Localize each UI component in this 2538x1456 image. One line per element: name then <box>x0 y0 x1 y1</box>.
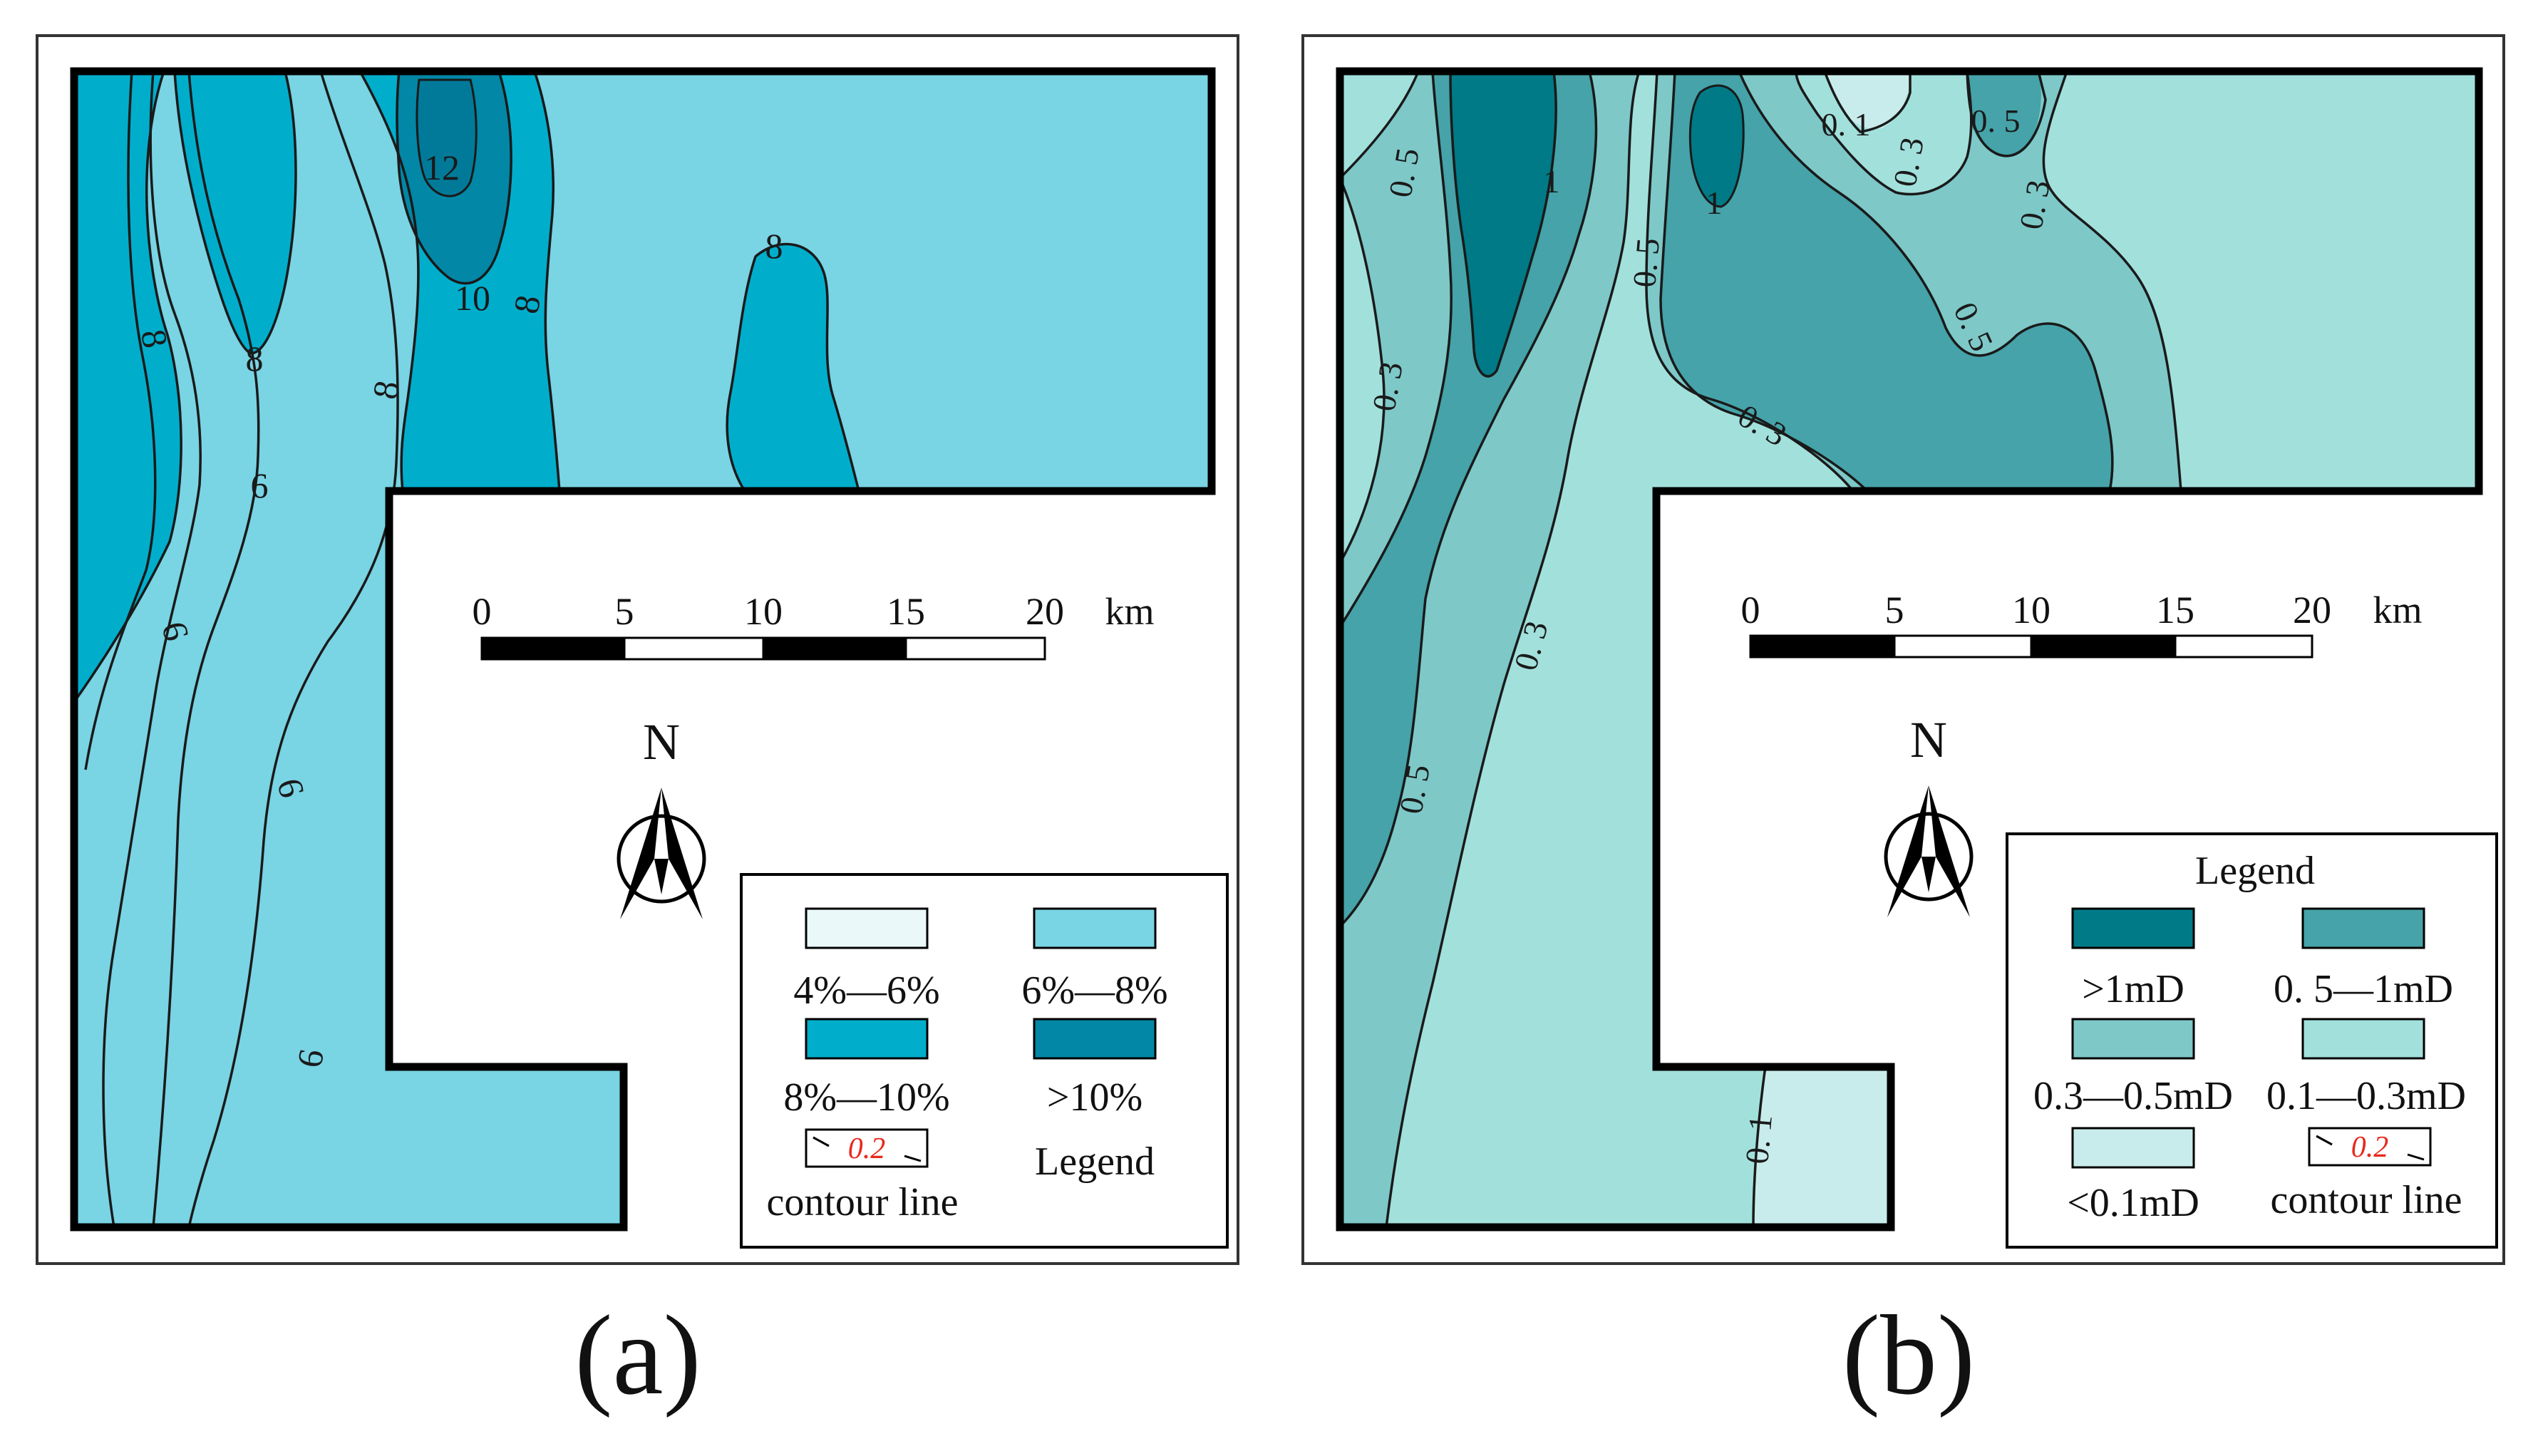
panel-a-contour-lines <box>74 71 860 1227</box>
contour-label: 8 <box>765 226 783 266</box>
scale-tick-label: 15 <box>887 590 925 633</box>
legend-swatch-0-1-0-3 <box>2301 1018 2425 1060</box>
legend-label-below-0-1: <0.1mD <box>2067 1181 2199 1225</box>
panel-a-study-area-boundary <box>70 67 1216 1232</box>
contour-label: 0. 3 <box>1366 359 1410 414</box>
legend-label-above-10: >10% <box>1047 1075 1142 1120</box>
scale-tick-label: 10 <box>744 590 783 633</box>
legend-label-0-1-0-3: 0.1—0.3mD <box>2266 1074 2466 1118</box>
legend-title: Legend <box>1035 1140 1155 1184</box>
contour-label: 0. 5 <box>1382 145 1426 200</box>
scale-unit: km <box>2373 589 2422 631</box>
legend-label-0-5-1: 0. 5—1mD <box>2274 967 2453 1011</box>
contour-label: 0. 5 <box>1393 762 1437 817</box>
zone-perm-above-1-central <box>1690 86 1744 207</box>
scale-tick-label: 15 <box>2156 589 2194 631</box>
panel-b-map: 0. 5 1 1 0. 1 0. 3 0. 5 0. 3 0. 5 0. 5 0… <box>1301 34 2505 1418</box>
legend-contour-label: contour line <box>2270 1178 2462 1222</box>
contour-label: 0. 5 <box>1626 237 1666 289</box>
legend-swatch-above-10 <box>1033 1018 1157 1060</box>
panel-b-contour-lines <box>1340 71 2182 1227</box>
compass-icon <box>1884 812 1974 902</box>
legend-contour-sample-value: 0.2 <box>2351 1131 2389 1164</box>
scale-tick-label: 20 <box>2293 589 2331 631</box>
legend-swatch-0-5-1 <box>2301 907 2425 949</box>
legend-contour-sample <box>2308 1127 2432 1167</box>
scale-tick-label: 0 <box>1741 589 1760 631</box>
legend-swatch-6-8 <box>1033 907 1157 949</box>
legend-label-above-1: >1mD <box>2082 967 2184 1011</box>
legend-title: Legend <box>2195 849 2315 893</box>
panel-b-caption: (b) <box>1842 1291 1976 1418</box>
panel-b-legend: Legend 0.2 >1mD 0. 5—1mD 0.3—0.5mD 0.1—0… <box>2006 832 2498 1249</box>
zone-porosity-8-10-west <box>74 71 182 702</box>
scale-tick-label: 10 <box>2012 589 2050 631</box>
contour-label: 1 <box>1544 163 1560 200</box>
zone-porosity-8-10-northwest <box>175 71 296 353</box>
legend-swatch-above-1 <box>2071 907 2195 949</box>
zone-perm-0-5-1-central <box>1661 71 2113 491</box>
legend-swatch-8-10 <box>805 1018 929 1060</box>
contour-label: 0. 1 <box>1738 1113 1779 1165</box>
panel-a-legend: 0.2 4%—6% 6%—8% 8%—10% >10% Legend conto… <box>740 873 1229 1249</box>
panel-b-north-arrow: N <box>1884 711 1974 917</box>
legend-swatch-4-6 <box>805 907 929 949</box>
legend-label-4-6: 4%—6% <box>793 969 939 1013</box>
panel-a-map: 12 10 8 8 8 8 8 6 6 6 6 0 5 10 15 20 km <box>36 34 1239 1418</box>
scale-tick-label: 5 <box>1885 589 1904 631</box>
contour-label: 0. 3 <box>2013 177 2057 232</box>
panel-b-study-area-boundary <box>1336 67 2483 1232</box>
zone-perm-0-5-1-west <box>1340 71 1596 926</box>
legend-swatch-below-0-1 <box>2071 1127 2195 1169</box>
north-label: N <box>643 713 680 770</box>
contour-label: 12 <box>424 148 460 187</box>
zone-perm-above-1-west <box>1450 71 1557 377</box>
scale-tick-label: 0 <box>473 590 492 633</box>
contour-label: 0. 3 <box>1887 135 1931 190</box>
legend-label-0-3-0-5: 0.3—0.5mD <box>2033 1074 2233 1118</box>
legend-contour-sample-value: 0.2 <box>848 1132 886 1165</box>
contour-label: 0. 1 <box>1822 106 1871 143</box>
compass-icon <box>617 814 706 904</box>
zone-porosity-8-10-east <box>727 244 859 491</box>
legend-label-6-8: 6%—8% <box>1021 969 1167 1013</box>
panel-a-scale-bar: 0 5 10 15 20 km <box>473 590 1155 661</box>
legend-contour-label: contour line <box>766 1180 958 1224</box>
zone-perm-0-3-0-5-west <box>1340 71 1639 1227</box>
legend-swatch-0-3-0-5 <box>2071 1018 2195 1060</box>
contour-label: 10 <box>455 278 490 318</box>
contour-label: 6 <box>251 465 269 505</box>
panel-b-scale-bar: 0 5 10 15 20 km <box>1741 589 2423 659</box>
panel-a-caption: (a) <box>574 1291 701 1418</box>
panel-a-north-arrow: N <box>617 713 706 919</box>
legend-contour-sample <box>805 1128 929 1168</box>
contour-label: 8 <box>246 339 264 378</box>
legend-label-8-10: 8%—10% <box>783 1075 949 1120</box>
scale-unit: km <box>1105 590 1154 633</box>
panel-b-contour-labels: 0. 5 1 1 0. 1 0. 3 0. 5 0. 3 0. 5 0. 5 0… <box>1366 103 2057 1165</box>
scale-tick-label: 5 <box>615 590 634 633</box>
scale-tick-label: 20 <box>1026 590 1064 633</box>
contour-label: 0. 5 <box>1971 103 2021 139</box>
north-label: N <box>1910 711 1947 768</box>
contour-label: 1 <box>1706 185 1723 221</box>
